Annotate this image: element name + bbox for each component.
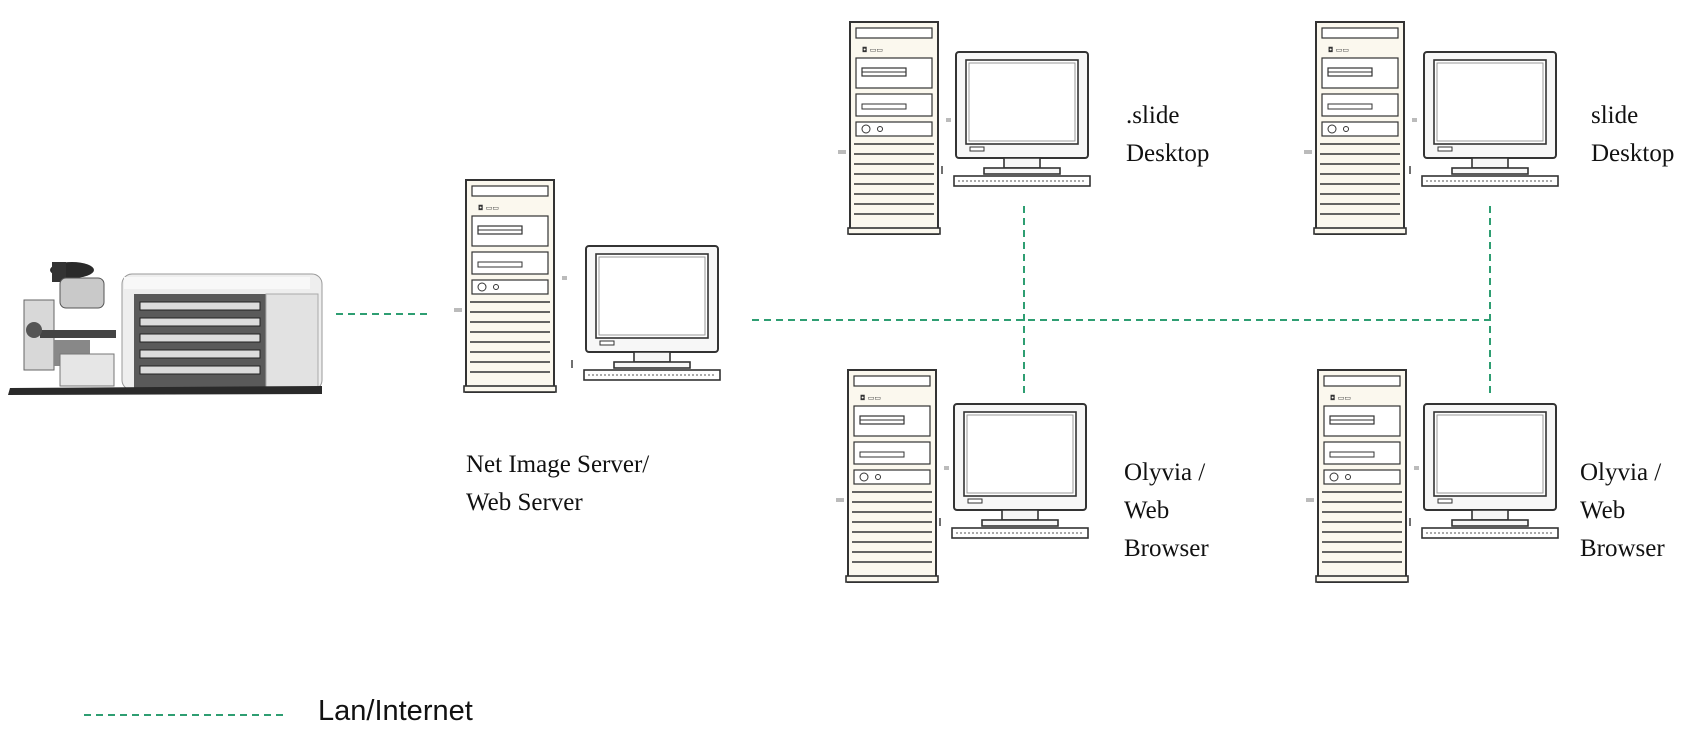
server-label-line-1: Net Image Server/ <box>466 451 650 478</box>
server-label: Net Image Server/ Web Server <box>466 446 649 522</box>
browser-left-label-line-1: Olyvia / <box>1124 459 1206 486</box>
desktop-right-label: slide Desktop <box>1591 97 1674 173</box>
slide-scanner-microscope-icon <box>0 235 323 395</box>
desktop-right-label-line-2: Desktop <box>1591 140 1675 167</box>
browser-right-label-line-3: Browser <box>1580 535 1665 562</box>
browser-right-computer-icon <box>1305 369 1559 583</box>
browser-left-label: Olyvia / Web Browser <box>1124 454 1209 568</box>
desktop-left-label-line-2: Desktop <box>1126 140 1210 167</box>
desktop-right-computer-icon <box>1303 21 1559 235</box>
browser-right-label: Olyvia / Web Browser <box>1580 454 1665 568</box>
desktop-left-computer-icon <box>837 21 1091 235</box>
desktop-left-label: .slide Desktop <box>1126 97 1209 173</box>
desktop-right-label-line-1: slide <box>1591 102 1639 129</box>
browser-left-label-line-3: Browser <box>1124 535 1209 562</box>
server-computer-icon <box>453 179 721 393</box>
browser-right-label-line-1: Olyvia / <box>1580 459 1662 486</box>
desktop-left-label-line-1: .slide <box>1126 102 1180 129</box>
browser-right-label-line-2: Web <box>1580 497 1626 524</box>
browser-left-label-line-2: Web <box>1124 497 1170 524</box>
network-lines <box>336 206 1491 394</box>
server-label-line-2: Web Server <box>466 489 583 516</box>
legend-label: Lan/Internet <box>318 695 473 727</box>
browser-left-computer-icon <box>835 369 1089 583</box>
